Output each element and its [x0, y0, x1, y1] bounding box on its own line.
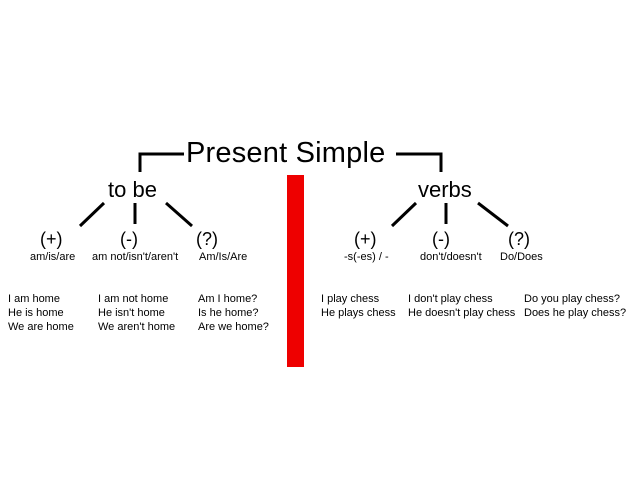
to-be-plus-connector — [78, 201, 106, 228]
example-sentence: We aren't home — [98, 321, 176, 333]
to-be-question-examples: Am I home? Is he home? Are we home? — [198, 292, 269, 334]
verbs-plus-form: -s(-es) / - — [344, 251, 389, 263]
example-sentence: Does he play chess? — [524, 307, 627, 319]
verbs-question-form: Do/Does — [500, 251, 543, 263]
title-verbs-connector — [396, 152, 443, 172]
example-sentence: Are we home? — [198, 321, 269, 333]
verbs-question-connector — [477, 201, 509, 228]
example-sentence: I don't play chess — [408, 293, 493, 305]
example-sentence: Do you play chess? — [524, 293, 620, 305]
to-be-plus-form: am/is/are — [30, 251, 76, 263]
example-sentence: I am home — [8, 293, 60, 305]
example-sentence: He is home — [8, 307, 64, 319]
title-to-be-connector — [138, 152, 184, 172]
to-be-plus-sign: (+) — [40, 229, 63, 249]
to-be-label: to be — [108, 177, 157, 202]
verbs-plus-connector — [390, 201, 418, 228]
to-be-question-connector — [165, 201, 193, 228]
to-be-plus-examples: I am home He is home We are home — [8, 292, 74, 334]
example-sentence: He doesn't play chess — [408, 307, 516, 319]
to-be-minus-examples: I am not home He isn't home We aren't ho… — [98, 292, 175, 334]
verbs-minus-examples: I don't play chess He doesn't play chess — [408, 292, 515, 320]
example-sentence: He isn't home — [98, 307, 165, 319]
verbs-minus-sign: (-) — [432, 229, 450, 249]
verbs-question-examples: Do you play chess? Does he play chess? — [524, 292, 626, 320]
example-sentence: I play chess — [321, 293, 380, 305]
verbs-question-sign: (?) — [508, 229, 530, 249]
verbs-plus-examples: I play chess He plays chess — [321, 292, 396, 320]
verbs-minus-form: don't/doesn't — [420, 251, 482, 263]
red-divider-bar — [287, 175, 304, 367]
to-be-question-sign: (?) — [196, 229, 218, 249]
to-be-minus-sign: (-) — [120, 229, 138, 249]
verbs-label: verbs — [418, 177, 472, 202]
example-sentence: I am not home — [98, 293, 169, 305]
example-sentence: We are home — [8, 321, 74, 333]
diagram-title: Present Simple — [186, 137, 386, 169]
verbs-plus-sign: (+) — [354, 229, 377, 249]
to-be-question-form: Am/Is/Are — [199, 251, 248, 263]
to-be-minus-form: am not/isn't/aren't — [92, 251, 179, 263]
example-sentence: Am I home? — [198, 293, 258, 305]
example-sentence: He plays chess — [321, 307, 396, 319]
example-sentence: Is he home? — [198, 307, 259, 319]
